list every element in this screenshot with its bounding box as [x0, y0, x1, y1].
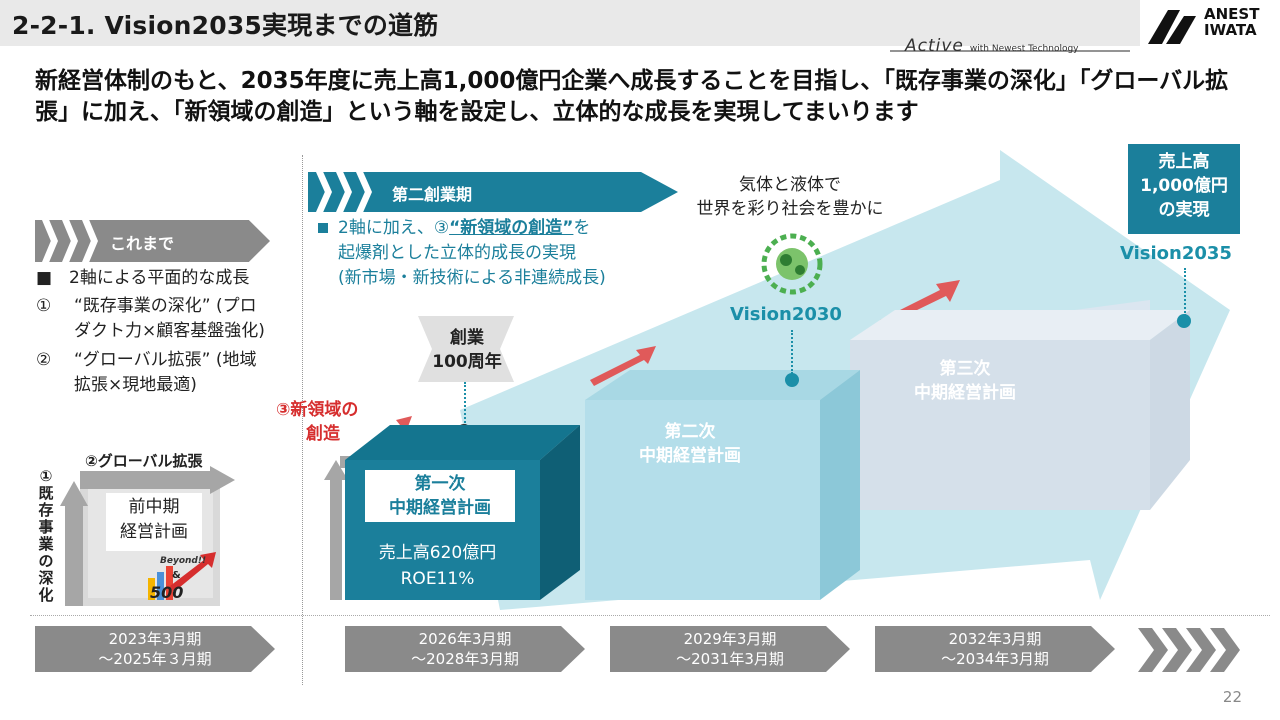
- third-plan-line1: 第三次: [939, 359, 991, 379]
- text-line1c: を: [573, 218, 591, 238]
- centennial-line2: 100周年: [432, 352, 502, 372]
- period-3-end: ～2031年3月期: [676, 650, 784, 668]
- second-founding-text: 2軸に加え、③“新領域の創造”を 起爆剤とした立体的成長の実現 (新市場・新技術…: [318, 216, 606, 291]
- active-logo: Active with Newest Technology: [905, 36, 1079, 56]
- vision-2035-dot: [1177, 314, 1191, 328]
- period-bar-2: 2026年3月期 ～2028年3月期: [345, 626, 585, 672]
- prev-plan-line1: 前中期: [128, 497, 180, 517]
- axis-char: 深: [38, 569, 54, 587]
- left-item-1-line2: ダクト力×顧客基盤強化): [74, 321, 265, 341]
- cubes-diagram: [324, 280, 1190, 600]
- new-domain-line1: ③新領域の: [276, 400, 359, 420]
- new-domain-label: ③新領域の 創造: [276, 398, 358, 446]
- earth-leaf-icon: [761, 233, 823, 295]
- second-plan-label: 第二次 中期経営計画: [610, 420, 770, 468]
- lead-statement: 新経営体制のもと、2035年度に売上高1,000億円企業へ成長することを目指し、…: [35, 68, 1229, 125]
- continuation-chevrons-icon: [1138, 628, 1240, 672]
- period-2-start: 2026年3月期: [418, 630, 512, 648]
- section-divider: [302, 155, 303, 685]
- period-bar-4: 2032年3月期 ～2034年3月期: [875, 626, 1115, 672]
- period-bar-1: 2023年3月期 ～2025年３月期: [35, 626, 275, 672]
- amp-text: &: [172, 570, 181, 581]
- previous-label: これまで: [110, 234, 175, 253]
- third-plan-label: 第三次 中期経営計画: [885, 357, 1045, 405]
- active-underline: [890, 50, 1130, 52]
- timeline-divider: [30, 615, 1270, 616]
- axis-char: ①: [39, 467, 53, 485]
- text-line1a: 2軸に加え、③: [338, 218, 450, 238]
- centennial-line1: 創業: [450, 328, 484, 348]
- prev-plan-line2: 経営計画: [120, 522, 188, 542]
- vision-2035-pointer: [1184, 268, 1186, 316]
- axis-char: 既: [38, 484, 54, 502]
- global-expansion-label: ②グローバル拡張: [85, 452, 203, 470]
- target-box: 売上高 1,000億円 の実現: [1128, 144, 1240, 234]
- centennial-pointer: [464, 382, 466, 426]
- axis-char: 化: [38, 586, 54, 604]
- first-plan-label: 第一次 中期経営計画: [365, 470, 515, 522]
- period-4-start: 2032年3月期: [948, 630, 1042, 648]
- slogan-line2: 世界を彩り社会を豊かに: [696, 199, 884, 219]
- text-line1b: “新領域の創造”: [449, 218, 574, 238]
- previous-plan-box: 前中期 経営計画: [106, 493, 202, 551]
- vision-2030-dot: [785, 373, 799, 387]
- left-item-2-num: ②: [36, 350, 52, 370]
- axis-char: の: [38, 552, 54, 570]
- page-number: 22: [1222, 688, 1242, 706]
- period-1-end: ～2025年３月期: [98, 650, 212, 668]
- target-line3: の実現: [1158, 200, 1210, 220]
- target-line1: 売上高: [1158, 152, 1210, 172]
- bullet-icon: [318, 223, 328, 233]
- centennial-label: 創業 100周年: [430, 326, 504, 374]
- second-plan-line1: 第二次: [664, 422, 716, 442]
- period-2-end: ～2028年3月期: [411, 650, 519, 668]
- left-item-1-line1: “既存事業の深化” (プロ: [74, 296, 257, 316]
- header-band: [0, 0, 1140, 46]
- second-plan-line2: 中期経営計画: [639, 446, 741, 466]
- vision-2030-pointer: [791, 330, 793, 374]
- target-line2: 1,000億円: [1140, 176, 1228, 196]
- period-3-start: 2029年3月期: [683, 630, 777, 648]
- company-logo-icon: [1148, 10, 1196, 44]
- five-hundred-text: 500: [150, 583, 184, 602]
- second-founding-label: 第二創業期: [392, 185, 473, 204]
- company-name-line1: ANEST: [1204, 5, 1260, 23]
- company-name-line2: IWATA: [1204, 21, 1257, 39]
- vision-2035-label: Vision2035: [1120, 243, 1232, 264]
- left-item-2-line2: 拡張×現地最適): [74, 375, 197, 395]
- left-item-2-line1: “グローバル拡張” (地域: [74, 350, 257, 370]
- active-brand: Active: [905, 36, 964, 56]
- beyond-500-icon: [148, 552, 216, 600]
- text-line2: 起爆剤とした立体的成長の実現: [338, 243, 576, 263]
- left-item-1-num: ①: [36, 296, 52, 316]
- period-1-start: 2023年3月期: [108, 630, 202, 648]
- period-bar-3: 2029年3月期 ～2031年3月期: [610, 626, 850, 672]
- beyond-text: Beyond!!: [160, 556, 207, 566]
- first-plan-line2: 中期経営計画: [389, 498, 491, 518]
- third-plan-line2: 中期経営計画: [914, 383, 1016, 403]
- slogan: 気体と液体で 世界を彩り社会を豊かに: [690, 173, 890, 221]
- period-4-end: ～2034年3月期: [941, 650, 1049, 668]
- axis-char: 事: [38, 518, 54, 536]
- deepening-axis-label: ① 既 存 事 業 の 深 化: [38, 468, 54, 604]
- centennial-ribbon: [418, 316, 514, 382]
- text-line3: (新市場・新技術による非連続成長): [338, 268, 606, 288]
- axis-char: 業: [38, 535, 54, 553]
- company-name: ANEST IWATA: [1204, 6, 1259, 38]
- active-tagline: with Newest Technology: [969, 44, 1079, 54]
- left-item-summary: ■ 2軸による平面的な成長: [36, 268, 250, 288]
- sales-target: 売上高620億円: [378, 543, 497, 563]
- first-plan-line1: 第一次: [414, 474, 466, 494]
- roe-target: ROE11%: [400, 569, 475, 589]
- first-plan-targets: 売上高620億円 ROE11%: [350, 540, 525, 592]
- page-title: 2-2-1. Vision2035実現までの道筋: [12, 11, 439, 40]
- vision-2030-label: Vision2030: [730, 304, 842, 325]
- axis-char: 存: [38, 501, 54, 519]
- new-domain-line2: 創造: [306, 424, 340, 444]
- slogan-line1: 気体と液体で: [739, 175, 841, 195]
